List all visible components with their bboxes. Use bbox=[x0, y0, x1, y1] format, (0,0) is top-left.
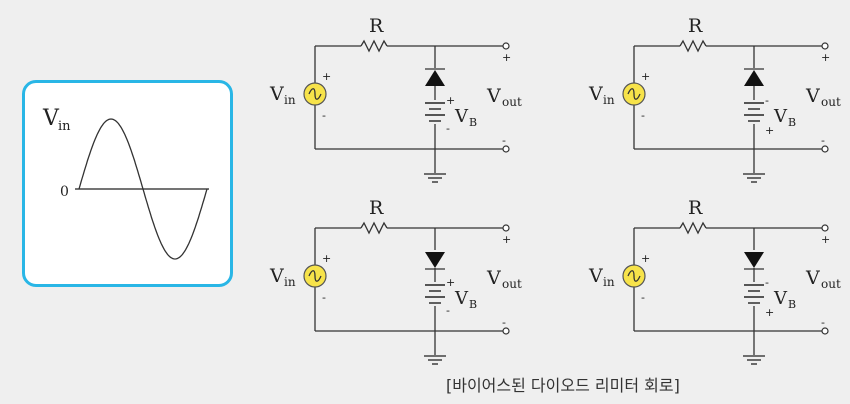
ac-source-wave bbox=[308, 270, 322, 282]
source-minus-sign: - bbox=[322, 109, 326, 122]
waveform-card: V in 0 bbox=[22, 80, 233, 287]
output-voltage-sub: out bbox=[502, 95, 522, 109]
battery-minus-sign: - bbox=[765, 276, 769, 289]
battery-plus-sign: + bbox=[765, 124, 774, 137]
output-voltage-label: V bbox=[486, 85, 501, 107]
bias-voltage-sub: B bbox=[469, 116, 477, 129]
figure-caption: [바이어스된 다이오드 리미터 회로] bbox=[446, 376, 680, 395]
output-minus-sign: - bbox=[821, 134, 825, 147]
source-plus-sign: + bbox=[322, 252, 331, 265]
output-voltage-sub: out bbox=[821, 95, 841, 109]
output-voltage-label: V bbox=[486, 267, 501, 289]
resistor-zigzag bbox=[679, 221, 707, 235]
source-minus-sign: - bbox=[641, 109, 645, 122]
output-voltage-sub: out bbox=[502, 277, 522, 291]
input-voltage-label: V bbox=[269, 83, 284, 105]
output-terminal-top bbox=[502, 224, 510, 232]
source-plus-sign: + bbox=[322, 70, 331, 83]
waveform-plot: V in 0 bbox=[42, 106, 209, 260]
input-voltage-sub: in bbox=[284, 275, 296, 289]
output-terminal-bottom bbox=[502, 145, 510, 153]
bias-voltage-label: V bbox=[773, 106, 788, 127]
bias-voltage-label: V bbox=[454, 106, 469, 127]
battery-plus-sign: + bbox=[765, 306, 774, 319]
battery-minus-sign: - bbox=[446, 122, 450, 135]
resistor-label: R bbox=[688, 15, 703, 37]
output-voltage-sub: out bbox=[821, 277, 841, 291]
output-terminal-bottom bbox=[821, 145, 829, 153]
input-voltage-label: V bbox=[269, 265, 284, 287]
output-terminal-bottom bbox=[502, 327, 510, 335]
resistor-label: R bbox=[688, 197, 703, 219]
input-voltage-sub: in bbox=[603, 275, 615, 289]
resistor-zigzag bbox=[360, 39, 388, 53]
diode-icon bbox=[744, 70, 764, 86]
diode-icon bbox=[425, 252, 445, 268]
resistor-label: R bbox=[369, 197, 384, 219]
output-plus-sign: + bbox=[502, 233, 511, 246]
battery-minus-sign: - bbox=[446, 304, 450, 317]
diode-icon bbox=[744, 252, 764, 268]
resistor-zigzag bbox=[360, 221, 388, 235]
bias-voltage-label: V bbox=[773, 288, 788, 309]
bias-voltage-sub: B bbox=[788, 116, 796, 129]
source-minus-sign: - bbox=[641, 291, 645, 304]
battery-plus-sign: + bbox=[446, 94, 455, 107]
input-voltage-sub: in bbox=[284, 93, 296, 107]
waveform-signal-sub: in bbox=[58, 119, 71, 134]
input-voltage-label: V bbox=[588, 265, 603, 287]
ac-source-wave bbox=[627, 88, 641, 100]
waveform-signal-label: V bbox=[42, 106, 60, 131]
input-voltage-label: V bbox=[588, 83, 603, 105]
waveform-zero-label: 0 bbox=[60, 184, 69, 200]
output-plus-sign: + bbox=[821, 233, 830, 246]
source-plus-sign: + bbox=[641, 70, 650, 83]
output-minus-sign: - bbox=[821, 316, 825, 329]
output-terminal-top bbox=[821, 42, 829, 50]
output-minus-sign: - bbox=[502, 134, 506, 147]
battery-minus-sign: - bbox=[765, 94, 769, 107]
source-plus-sign: + bbox=[641, 252, 650, 265]
resistor-label: R bbox=[369, 15, 384, 37]
diode-icon bbox=[425, 70, 445, 86]
output-plus-sign: + bbox=[821, 51, 830, 64]
source-minus-sign: - bbox=[322, 291, 326, 304]
bias-voltage-label: V bbox=[454, 288, 469, 309]
output-terminal-bottom bbox=[821, 327, 829, 335]
output-voltage-label: V bbox=[805, 85, 820, 107]
output-terminal-top bbox=[821, 224, 829, 232]
input-voltage-sub: in bbox=[603, 93, 615, 107]
resistor-zigzag bbox=[679, 39, 707, 53]
output-minus-sign: - bbox=[502, 316, 506, 329]
output-voltage-label: V bbox=[805, 267, 820, 289]
battery-plus-sign: + bbox=[446, 276, 455, 289]
sine-wave bbox=[78, 118, 208, 260]
output-plus-sign: + bbox=[502, 51, 511, 64]
bias-voltage-sub: B bbox=[469, 298, 477, 311]
ac-source-wave bbox=[627, 270, 641, 282]
ac-source-wave bbox=[308, 88, 322, 100]
bias-voltage-sub: B bbox=[788, 298, 796, 311]
output-terminal-top bbox=[502, 42, 510, 50]
